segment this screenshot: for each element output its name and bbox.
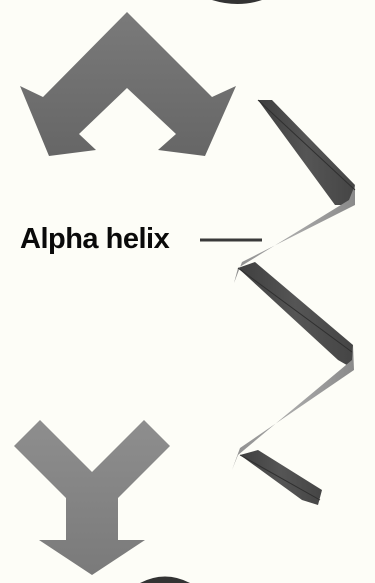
y-down-arrow-icon [14,420,170,575]
chevron-up-arrow-icon [20,12,236,156]
helix-segment-front-2 [232,345,354,470]
bottom-edge-shape [140,577,190,583]
top-edge-shape [212,0,262,4]
helix-segment-back-1 [258,100,355,205]
helix-segment-back-2 [238,262,353,368]
alpha-helix-label: Alpha helix [20,223,169,256]
alpha-helix-ribbon [232,100,355,505]
